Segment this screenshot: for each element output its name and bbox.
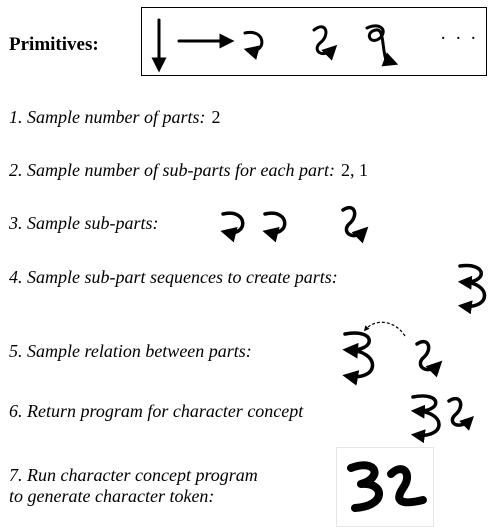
step-1: 1. Sample number of parts:2 (9, 107, 221, 128)
primitives-box: · · · (141, 7, 487, 76)
step-7-text-line2: to generate character token: (9, 486, 215, 506)
step-2-text: 2. Sample number of sub-parts for each p… (9, 160, 335, 180)
step-5-text: 5. Sample relation between parts: (9, 341, 252, 361)
step-3-text: 3. Sample sub-parts: (9, 213, 159, 233)
step-7-text-line1: 7. Run character concept program (9, 465, 258, 485)
step-4-text: 4. Sample sub-part sequences to create p… (9, 267, 338, 287)
step-6-text: 6. Return program for character concept (9, 401, 304, 421)
primitive-strokes (151, 18, 399, 73)
primitives-ellipsis: · · · (440, 28, 479, 49)
step-4: 4. Sample sub-part sequences to create p… (9, 267, 338, 288)
relation-arrow (363, 321, 406, 337)
subpart-squiggle (341, 205, 369, 244)
primitive-loop-stroke (365, 24, 399, 67)
character-token-image (336, 447, 434, 527)
step-2: 2. Sample number of sub-parts for each p… (9, 160, 368, 181)
subpart-hook-2 (262, 211, 287, 243)
primitive-squiggle-stroke (312, 25, 338, 61)
relation-part-1 (342, 331, 371, 359)
primitives-label: Primitives: (9, 34, 99, 55)
subpart-hook-1 (220, 211, 245, 243)
step-6: 6. Return program for character concept (9, 401, 303, 422)
step-7: 7. Run character concept program to gene… (9, 465, 258, 507)
part-three-shape (457, 263, 487, 315)
part-relation (342, 321, 443, 386)
primitive-hook-stroke (243, 30, 264, 60)
step-5: 5. Sample relation between parts: (9, 341, 252, 362)
step-1-value: 2 (211, 107, 221, 127)
character-concept (410, 394, 474, 444)
sampled-subparts (220, 205, 369, 244)
step-2-value: 2, 1 (340, 160, 368, 180)
relation-part-2 (415, 339, 443, 378)
step-1-text: 1. Sample number of parts: (9, 107, 206, 127)
step-3: 3. Sample sub-parts: (9, 213, 159, 234)
